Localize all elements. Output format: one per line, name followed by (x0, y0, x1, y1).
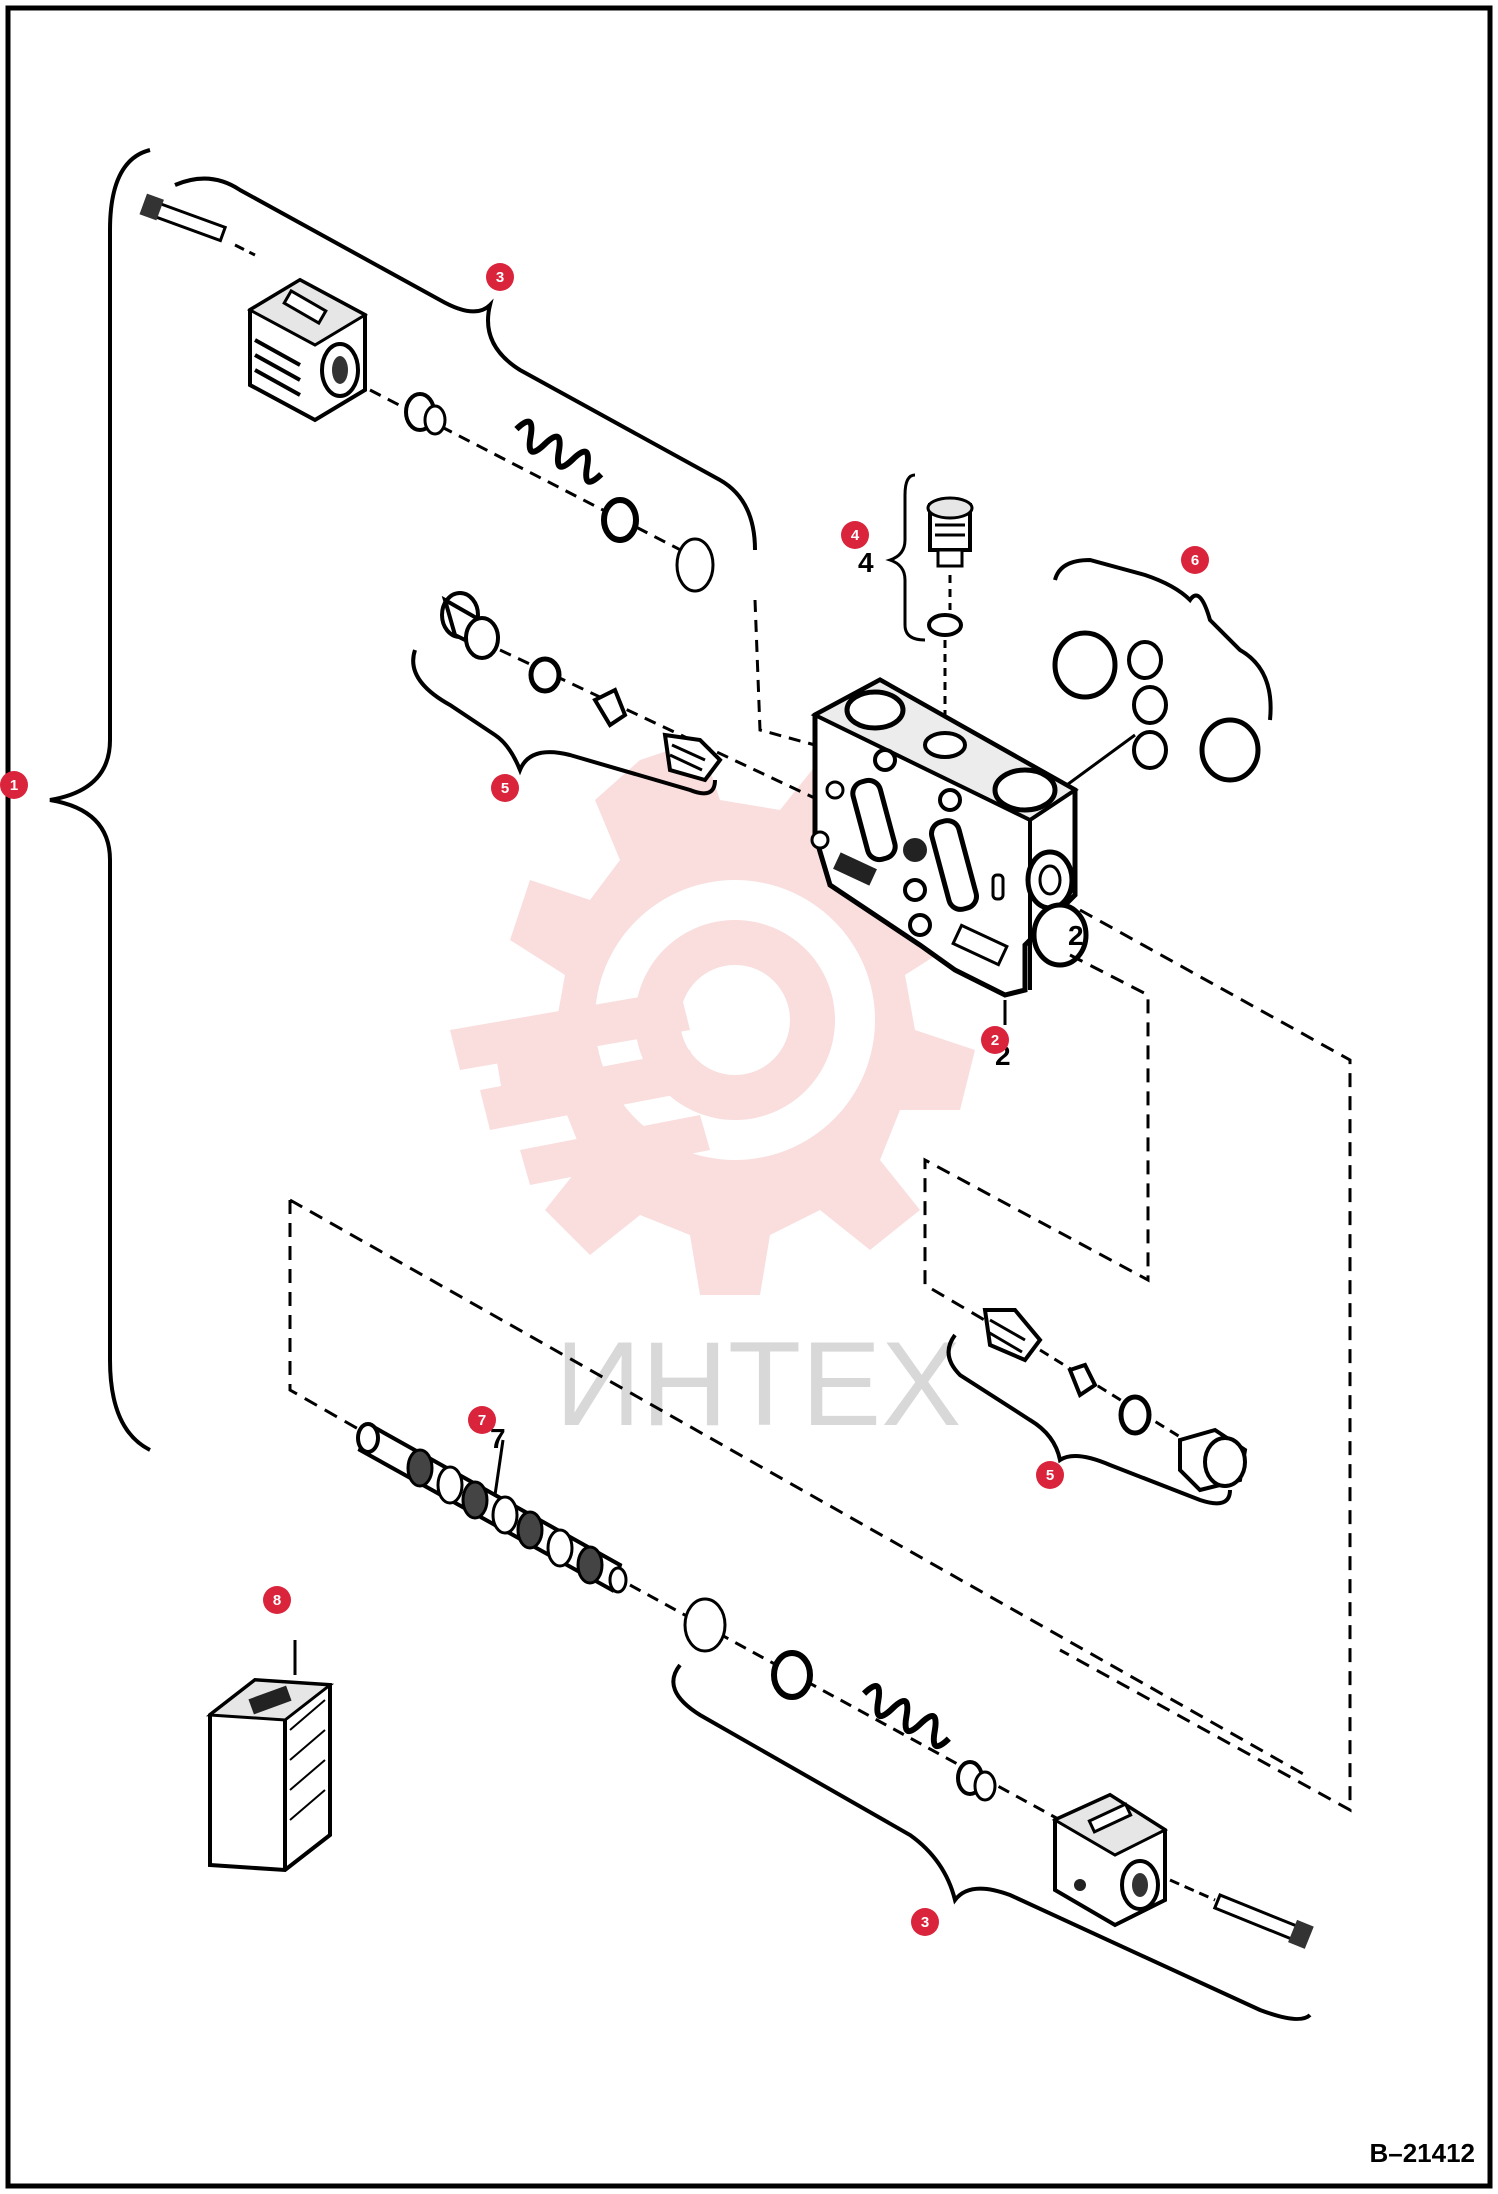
watermark-text: ИНТЕХ (555, 1317, 961, 1451)
svg-text:3: 3 (496, 269, 504, 286)
callout-3-top[interactable]: 3 (486, 263, 514, 291)
valve-body-item-2 (810, 677, 1089, 998)
poppet-relief-top (592, 687, 628, 728)
seal-kit-item-8 (205, 1677, 335, 1873)
callout-5-left[interactable]: 5 (491, 774, 519, 802)
oring-item-4 (927, 613, 963, 637)
dash-bolt-top (234, 243, 256, 257)
brace-item-5-bottom (946, 1333, 1232, 1506)
dash-top-to-body (753, 599, 816, 747)
callout-7[interactable]: 7 (468, 1406, 496, 1434)
callout-2[interactable]: 2 (981, 1026, 1009, 1054)
valve-relief-bottom (982, 1308, 1043, 1363)
callout-8[interactable]: 8 (263, 1586, 291, 1614)
washer-bottom (771, 1650, 813, 1700)
spring-top (514, 418, 604, 485)
seat-bottom (956, 1760, 997, 1802)
leader-item-6 (1059, 733, 1136, 792)
label-item-2-side: 2 (1068, 920, 1084, 951)
svg-text:6: 6 (1191, 552, 1199, 569)
svg-text:1: 1 (10, 777, 18, 794)
cap-relief-bottom (1178, 1427, 1248, 1493)
poppet-relief-bottom (1067, 1362, 1098, 1399)
dash-body-right-2 (923, 953, 1150, 1337)
orings-item-6 (1052, 630, 1261, 783)
washer-top (601, 497, 639, 543)
label-item-7: 7 (490, 1423, 506, 1454)
dash-bolt-bottom (1169, 1878, 1216, 1902)
drawing-number: B–21412 (1369, 2138, 1475, 2168)
svg-text:4: 4 (851, 527, 860, 544)
oring-bottom (683, 1597, 727, 1653)
svg-text:7: 7 (478, 1412, 486, 1429)
cap-relief-top (440, 591, 500, 660)
oring-top (675, 537, 715, 593)
valve-relief-top (662, 732, 723, 783)
callout-4[interactable]: 4 (841, 521, 869, 549)
spring-bottom (861, 1683, 951, 1750)
seat-top (404, 392, 447, 436)
svg-text:8: 8 (273, 1592, 281, 1609)
leader-item-7 (493, 1439, 505, 1496)
svg-text:3: 3 (921, 1914, 929, 1931)
brace-item-6 (1053, 557, 1273, 721)
dash-body-right-1 (1059, 908, 1352, 1813)
label-item-4: 4 (858, 547, 874, 578)
brace-item-4 (885, 473, 926, 642)
bolt-top (139, 193, 228, 243)
cap-housing-top (246, 277, 369, 423)
brace-item-3-bottom (671, 1663, 1312, 2021)
svg-text:2: 2 (991, 1032, 999, 1049)
brace-item-3-top (174, 176, 757, 551)
spool-item-7 (356, 1422, 628, 1594)
oring-relief-top (528, 656, 562, 694)
oring-relief-bottom (1118, 1394, 1152, 1436)
bolt-bottom (1212, 1893, 1314, 1949)
brace-item-1 (49, 148, 151, 1452)
dash-spool-frame (288, 1198, 1306, 1777)
svg-text:5: 5 (1046, 1467, 1054, 1484)
dash-relief-bottom (1039, 1348, 1186, 1442)
callout-6[interactable]: 6 (1181, 546, 1209, 574)
plug-item-4 (926, 496, 974, 568)
callout-3-bottom[interactable]: 3 (911, 1908, 939, 1936)
cap-housing-bottom (1051, 1792, 1169, 1928)
diagram-border (5, 5, 1493, 2189)
brace-item-5-top (411, 649, 717, 796)
callout-1[interactable]: 1 (0, 771, 28, 799)
svg-text:5: 5 (501, 780, 509, 797)
callout-5-right[interactable]: 5 (1036, 1461, 1064, 1489)
